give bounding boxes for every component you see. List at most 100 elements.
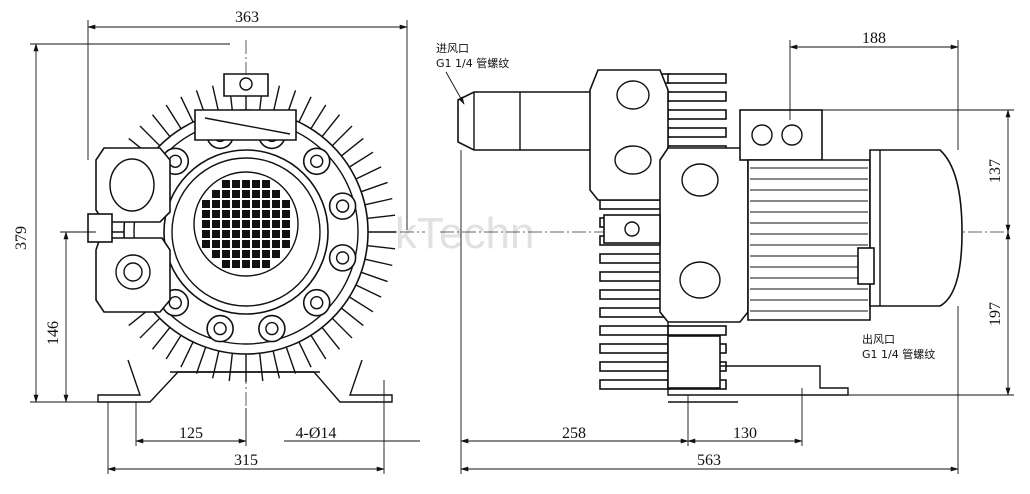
cooling-fin (345, 294, 374, 313)
grille-slot (202, 220, 210, 228)
cooling-fin (337, 305, 364, 327)
cooling-fin (308, 331, 327, 360)
grille-slot (282, 240, 290, 248)
outlet-manifold (659, 147, 749, 323)
motor-fan-cover (869, 149, 963, 307)
grille-slot (222, 210, 230, 218)
cooling-fin (319, 323, 341, 350)
grille-slot (212, 240, 220, 248)
grille-slot (212, 250, 220, 258)
grille-slot (232, 240, 240, 248)
grille-slot (242, 210, 250, 218)
cooling-fin (165, 331, 184, 360)
grille-slot (272, 230, 280, 238)
grille-slot (272, 200, 280, 208)
grille-slot (252, 220, 260, 228)
motor-plug (857, 247, 875, 285)
dim-315-label: 315 (234, 452, 258, 469)
cooling-fin (328, 314, 353, 339)
foot-bracket (667, 335, 721, 389)
cooling-fin (180, 96, 196, 126)
grille-slot (282, 220, 290, 228)
grille-slot (232, 180, 240, 188)
dim-137-label: 137 (987, 159, 1004, 183)
outlet-manifold-port (681, 163, 719, 197)
dim-258-label: 258 (562, 425, 586, 442)
motor-cover-ring (171, 157, 321, 307)
cooling-fin (139, 314, 164, 339)
grille-slot (262, 220, 270, 228)
grille-slot (202, 240, 210, 248)
grille-slot (272, 220, 280, 228)
housing-rib (667, 325, 727, 336)
grille-slot (202, 210, 210, 218)
dim-563-label: 563 (697, 452, 721, 469)
front-view: 363 379 146 125 4-Ø14 315 (13, 9, 425, 474)
grille-slot (202, 230, 210, 238)
grille-slot (242, 260, 250, 268)
inlet-manifold-port-lower (614, 145, 652, 175)
grille-slot (242, 220, 250, 228)
grille-slot (242, 230, 250, 238)
cooling-fin (357, 181, 388, 194)
inlet-manifold (589, 69, 669, 201)
grille-slot (222, 200, 230, 208)
grille-slot (272, 250, 280, 258)
cooling-fin (180, 338, 196, 368)
bolt-boss (302, 147, 331, 176)
grille-slot (232, 190, 240, 198)
outlet-thread-label: G1 1/4 管螺纹 (862, 347, 935, 361)
cooling-fin (258, 349, 264, 382)
grille-slot (232, 210, 240, 218)
fan-grille (202, 180, 290, 268)
grille-slot (212, 220, 220, 228)
cooling-fin (271, 346, 281, 379)
housing-rib (599, 361, 671, 372)
cooling-fin (284, 343, 297, 374)
bolt-hole (168, 296, 182, 310)
dim-130-label: 130 (733, 425, 757, 442)
bolt-boss (302, 288, 331, 317)
housing-rib (667, 109, 727, 120)
terminal-block (87, 213, 113, 243)
grille-slot (222, 240, 230, 248)
top-lug (223, 73, 269, 97)
cooling-fin (328, 125, 353, 150)
cooling-fin (139, 125, 164, 150)
grille-slot (252, 190, 260, 198)
grille-slot (252, 200, 260, 208)
cooling-fin (195, 343, 208, 374)
cooling-fin (357, 270, 388, 283)
side-lug-hole (624, 221, 640, 237)
grille-slot (222, 220, 230, 228)
grille-slot (232, 200, 240, 208)
cooling-fin (352, 166, 382, 182)
grille-slot (282, 200, 290, 208)
housing-rib (599, 379, 671, 390)
cooling-fin (363, 214, 396, 220)
grille-slot (272, 240, 280, 248)
cooling-fin (211, 346, 221, 379)
cooling-fin (360, 197, 393, 207)
side-foot (667, 322, 849, 396)
grille-slot (262, 250, 270, 258)
dim-hole-label: 4-Ø14 (296, 425, 337, 442)
grille-slot (242, 180, 250, 188)
cooling-fin (308, 104, 327, 133)
cooling-fin (337, 137, 364, 159)
grille-slot (232, 220, 240, 228)
dim-146-label: 146 (45, 321, 62, 345)
grille-slot (242, 240, 250, 248)
housing-rib (667, 73, 727, 84)
bolt-hole (310, 296, 324, 310)
grille-slot (252, 230, 260, 238)
grille-slot (262, 240, 270, 248)
inlet-flange (95, 147, 171, 223)
bolt-hole (335, 251, 350, 265)
side-view: 进风口 G1 1/4 管螺纹 出风口 G1 1/4 管螺纹 188 137 19… (436, 30, 1014, 474)
grille-slot (262, 230, 270, 238)
outlet-port-bore (123, 262, 143, 282)
inlet-label: 进风口 (436, 42, 469, 55)
inlet-flange-face (109, 158, 155, 212)
